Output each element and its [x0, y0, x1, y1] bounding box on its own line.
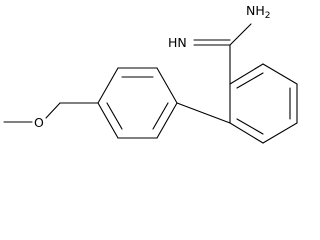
- bond-amidine-c-nh2: [229, 23, 252, 46]
- amine-nh2-label: NH2: [246, 3, 271, 21]
- amine-h-symbol: H: [255, 3, 264, 18]
- chemical-structure: NH2 HN O: [3, 3, 298, 144]
- amine-h-subscript: 2: [265, 11, 271, 21]
- imine-hn-label: HN: [168, 35, 187, 50]
- atom-labels: NH2 HN O: [34, 3, 271, 130]
- bond-ring2-c5-c6: [229, 122, 264, 144]
- bond-ring2-c1-c2: [229, 63, 264, 85]
- bond-ring1-inner-double-3: [152, 102, 169, 130]
- amine-n-symbol: N: [246, 3, 255, 18]
- bond-ring1-c1-c2: [156, 67, 178, 104]
- bond-ring1-inner-double-2: [106, 102, 123, 130]
- ether-oxygen-label: O: [34, 115, 44, 130]
- bond-ring1-c3-c4: [97, 67, 119, 104]
- bond-ring1-c4-c5: [97, 102, 119, 139]
- bond-ring2-inner-double-1: [236, 72, 264, 89]
- bond-biaryl: [176, 102, 231, 124]
- bond-ring2-c4-c5: [262, 122, 298, 144]
- bond-ch2-o: [45, 102, 61, 119]
- bonds: [3, 23, 298, 144]
- bond-ring2-c2-c3: [262, 63, 298, 85]
- bond-ring1-c6-c1: [156, 102, 178, 139]
- bond-ring2-inner-double-3: [236, 118, 264, 135]
